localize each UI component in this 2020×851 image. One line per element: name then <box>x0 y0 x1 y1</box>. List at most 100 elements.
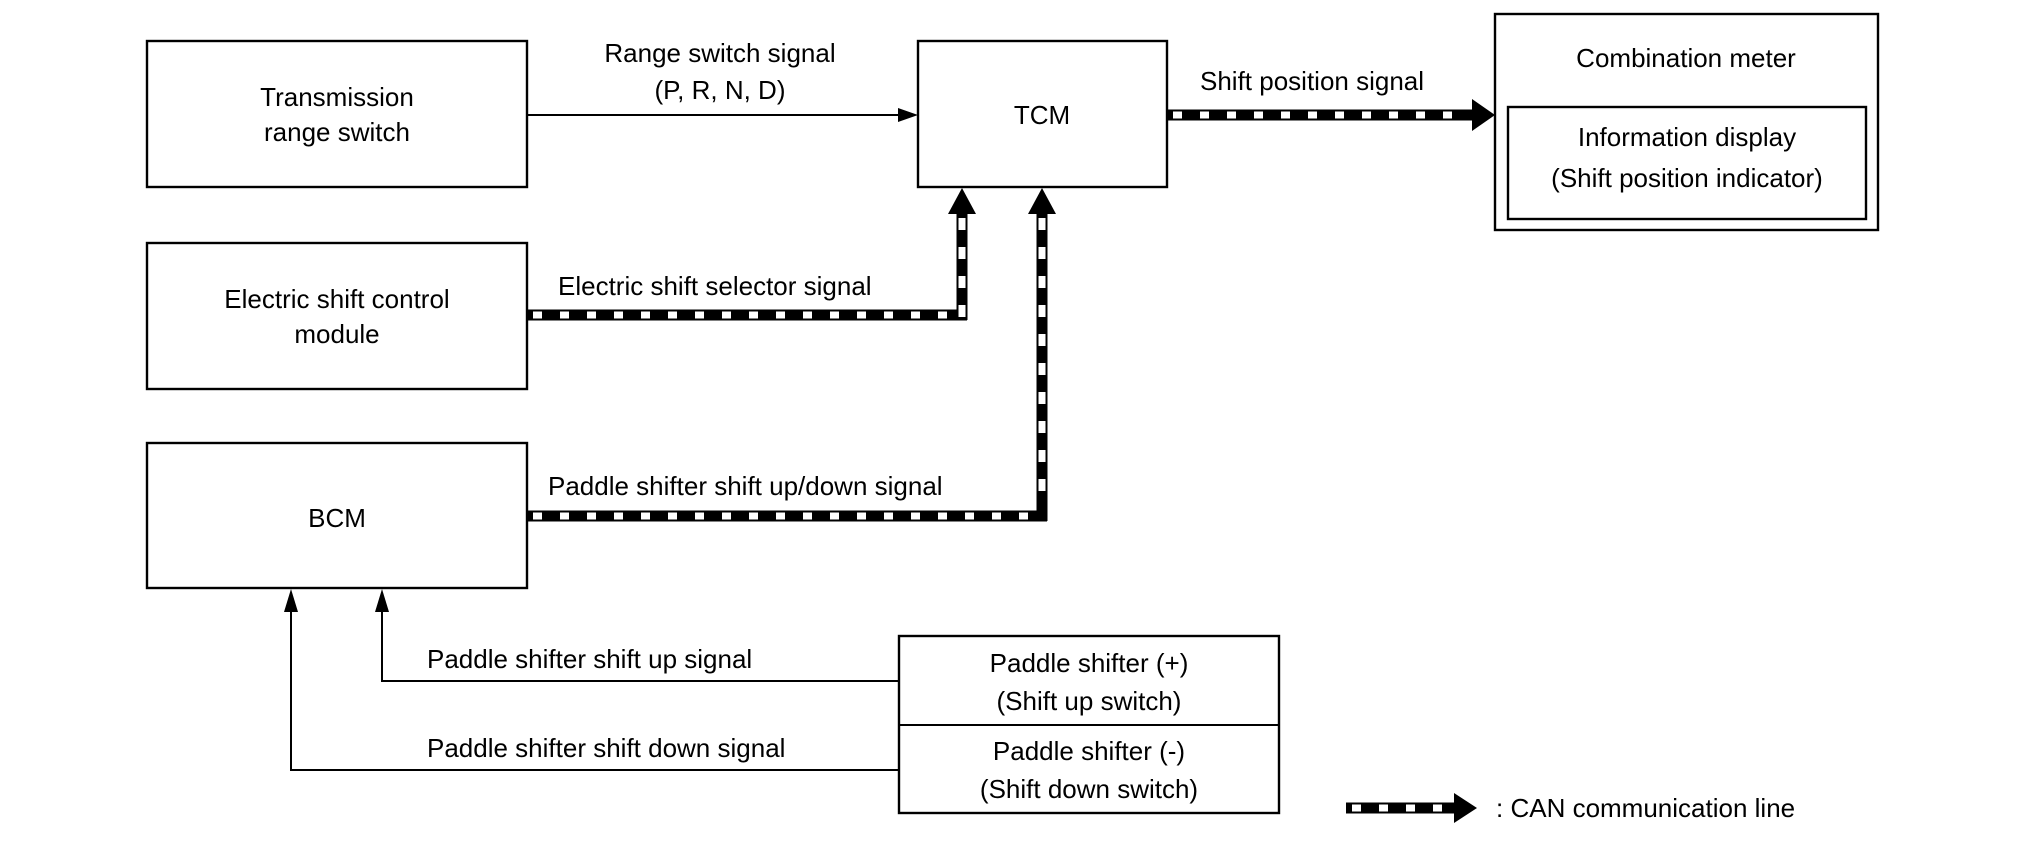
paddle-can-line-vertical-dash <box>1038 247 1046 259</box>
electric-shift-can-line-dash <box>641 311 650 319</box>
electric-shift-can-line-dash <box>803 311 812 319</box>
electric-shift-can-line-vertical-dash <box>958 305 966 317</box>
paddle-can-line-dash <box>776 512 785 520</box>
node-paddle-shifters: Paddle shifter (+) (Shift up switch) Pad… <box>897 634 1281 815</box>
paddle-arrowhead-icon <box>1028 188 1056 214</box>
electric-shift-can-line-vertical-dash <box>958 276 966 288</box>
node-transmission-range-switch: Transmission range switch <box>145 39 529 189</box>
paddle-shifter-minus-label-line2: (Shift down switch) <box>980 774 1198 804</box>
range-switch-signal-label-line2: (P, R, N, D) <box>655 75 786 105</box>
paddle-can-line-dash <box>722 512 731 520</box>
shift-position-can-line-dash <box>1335 111 1344 119</box>
shift-position-can-line-dash <box>1389 111 1398 119</box>
paddle-can-line-dash <box>830 512 839 520</box>
paddle-can-line-vertical-dash <box>1038 479 1046 491</box>
tcm-label: TCM <box>1014 100 1070 130</box>
paddle-can-line-dash <box>911 512 920 520</box>
connection-paddle-shifter-up-signal: Paddle shifter shift up signal <box>375 589 899 682</box>
legend-can-line-dash <box>1433 804 1442 812</box>
electric-shift-can-line-dash <box>695 311 704 319</box>
electric-shift-can-line-band <box>527 309 967 321</box>
paddle-can-line-dash <box>533 512 542 520</box>
paddle-shifter-plus-label-line2: (Shift up switch) <box>997 686 1182 716</box>
electric-shift-can-line-dash <box>830 311 839 319</box>
shift-position-signal-label: Shift position signal <box>1200 66 1424 96</box>
electric-shift-can-line-dash <box>749 311 758 319</box>
electric-shift-can-line-dash <box>722 311 731 319</box>
paddle-can-line-dash <box>1019 512 1028 520</box>
electric-shift-can-line-vertical-band <box>956 212 968 320</box>
electric-shift-can-line-dash <box>587 311 596 319</box>
legend-can-line-dash <box>1406 804 1415 812</box>
paddle-shifter-up-signal-label: Paddle shifter shift up signal <box>427 644 752 674</box>
legend-can-line-dash <box>1379 804 1388 812</box>
paddle-can-line-dash <box>749 512 758 520</box>
legend-label: : CAN communication line <box>1496 793 1795 823</box>
connection-shift-position-signal: Shift position signal <box>1167 66 1495 131</box>
paddle-can-line-dash <box>884 512 893 520</box>
paddle-can-line-dash <box>587 512 596 520</box>
electric-shift-can-line-dash <box>533 311 542 319</box>
shift-position-can-line-dash <box>1200 111 1209 119</box>
node-combination-meter: Combination meter Information display (S… <box>1493 12 1880 232</box>
paddle-can-line-dash <box>803 512 812 520</box>
paddle-shifter-up-down-signal-label: Paddle shifter shift up/down signal <box>548 471 943 501</box>
information-display-label-line2: (Shift position indicator) <box>1551 163 1823 193</box>
shift-position-can-line-dash <box>1227 111 1236 119</box>
shift-position-can-line-dash <box>1443 111 1452 119</box>
node-tcm: TCM <box>916 39 1169 189</box>
paddle-can-line-vertical-dash <box>1038 450 1046 462</box>
information-display-box <box>1506 105 1868 221</box>
electric-shift-can-line-dash <box>911 311 920 319</box>
paddle-can-line-dash <box>560 512 569 520</box>
node-information-display: Information display (Shift position indi… <box>1506 105 1868 221</box>
paddle-can-line-dash <box>992 512 1001 520</box>
node-electric-shift-control-module: Electric shift control module <box>145 241 529 391</box>
paddle-can-line-dash <box>641 512 650 520</box>
legend-can-line-band <box>1346 802 1456 814</box>
shift-position-can-line-dash <box>1308 111 1317 119</box>
shift-position-can-line-dash <box>1173 111 1182 119</box>
tcm-box <box>916 39 1169 189</box>
bcm-label: BCM <box>308 503 366 533</box>
paddle-can-line-dash <box>965 512 974 520</box>
shift-position-can-line-dash <box>1281 111 1290 119</box>
electric-shift-can-line-dash <box>560 311 569 319</box>
paddle-can-line-band <box>527 510 1047 522</box>
connection-electric-shift-selector-signal: Electric shift selector signal <box>527 188 976 321</box>
shift-position-can-line-dash <box>1416 111 1425 119</box>
electric-shift-can-line-dash <box>776 311 785 319</box>
paddle-shifter-plus-label-line1: Paddle shifter (+) <box>990 648 1189 678</box>
paddle-can-line-vertical-dash <box>1038 305 1046 317</box>
paddle-shifter-down-signal-label: Paddle shifter shift down signal <box>427 733 785 763</box>
electric-shift-arrowhead-icon <box>948 188 976 214</box>
electric-shift-can-line-dash <box>668 311 677 319</box>
paddle-can-line-vertical-dash <box>1038 392 1046 404</box>
shift-position-arrowhead-icon <box>1472 99 1495 131</box>
transmission-range-switch-label-line2: range switch <box>264 117 410 147</box>
electric-shift-can-line-dash <box>614 311 623 319</box>
paddle-shifter-down-signal-arrowhead-icon <box>284 589 298 612</box>
paddle-shifter-up-signal-arrowhead-icon <box>375 589 389 612</box>
electric-shift-control-module-box <box>145 241 529 391</box>
shift-position-can-line-dash <box>1362 111 1371 119</box>
paddle-can-line-dash <box>695 512 704 520</box>
range-switch-signal-arrowhead-icon <box>898 108 918 122</box>
electric-shift-can-line-vertical-dash <box>958 218 966 230</box>
paddle-can-line-vertical-dash <box>1038 334 1046 346</box>
node-bcm: BCM <box>145 441 529 590</box>
transmission-range-switch-label-line1: Transmission <box>260 82 414 112</box>
connection-range-switch-signal: Range switch signal (P, R, N, D) <box>527 38 918 122</box>
electric-shift-selector-signal-label: Electric shift selector signal <box>558 271 872 301</box>
legend-can-line-dash <box>1352 804 1361 812</box>
paddle-shifter-down-signal-line <box>290 608 899 771</box>
bcm-box <box>145 441 529 590</box>
legend-can-arrowhead-icon <box>1454 793 1477 823</box>
electric-shift-can-line-vertical-dash <box>958 247 966 259</box>
legend: : CAN communication line <box>1346 793 1795 823</box>
paddle-shifter-up-signal-line <box>381 608 899 682</box>
range-switch-signal-label-line1: Range switch signal <box>604 38 835 68</box>
paddle-can-line-dash <box>668 512 677 520</box>
paddle-can-line-vertical-dash <box>1038 276 1046 288</box>
